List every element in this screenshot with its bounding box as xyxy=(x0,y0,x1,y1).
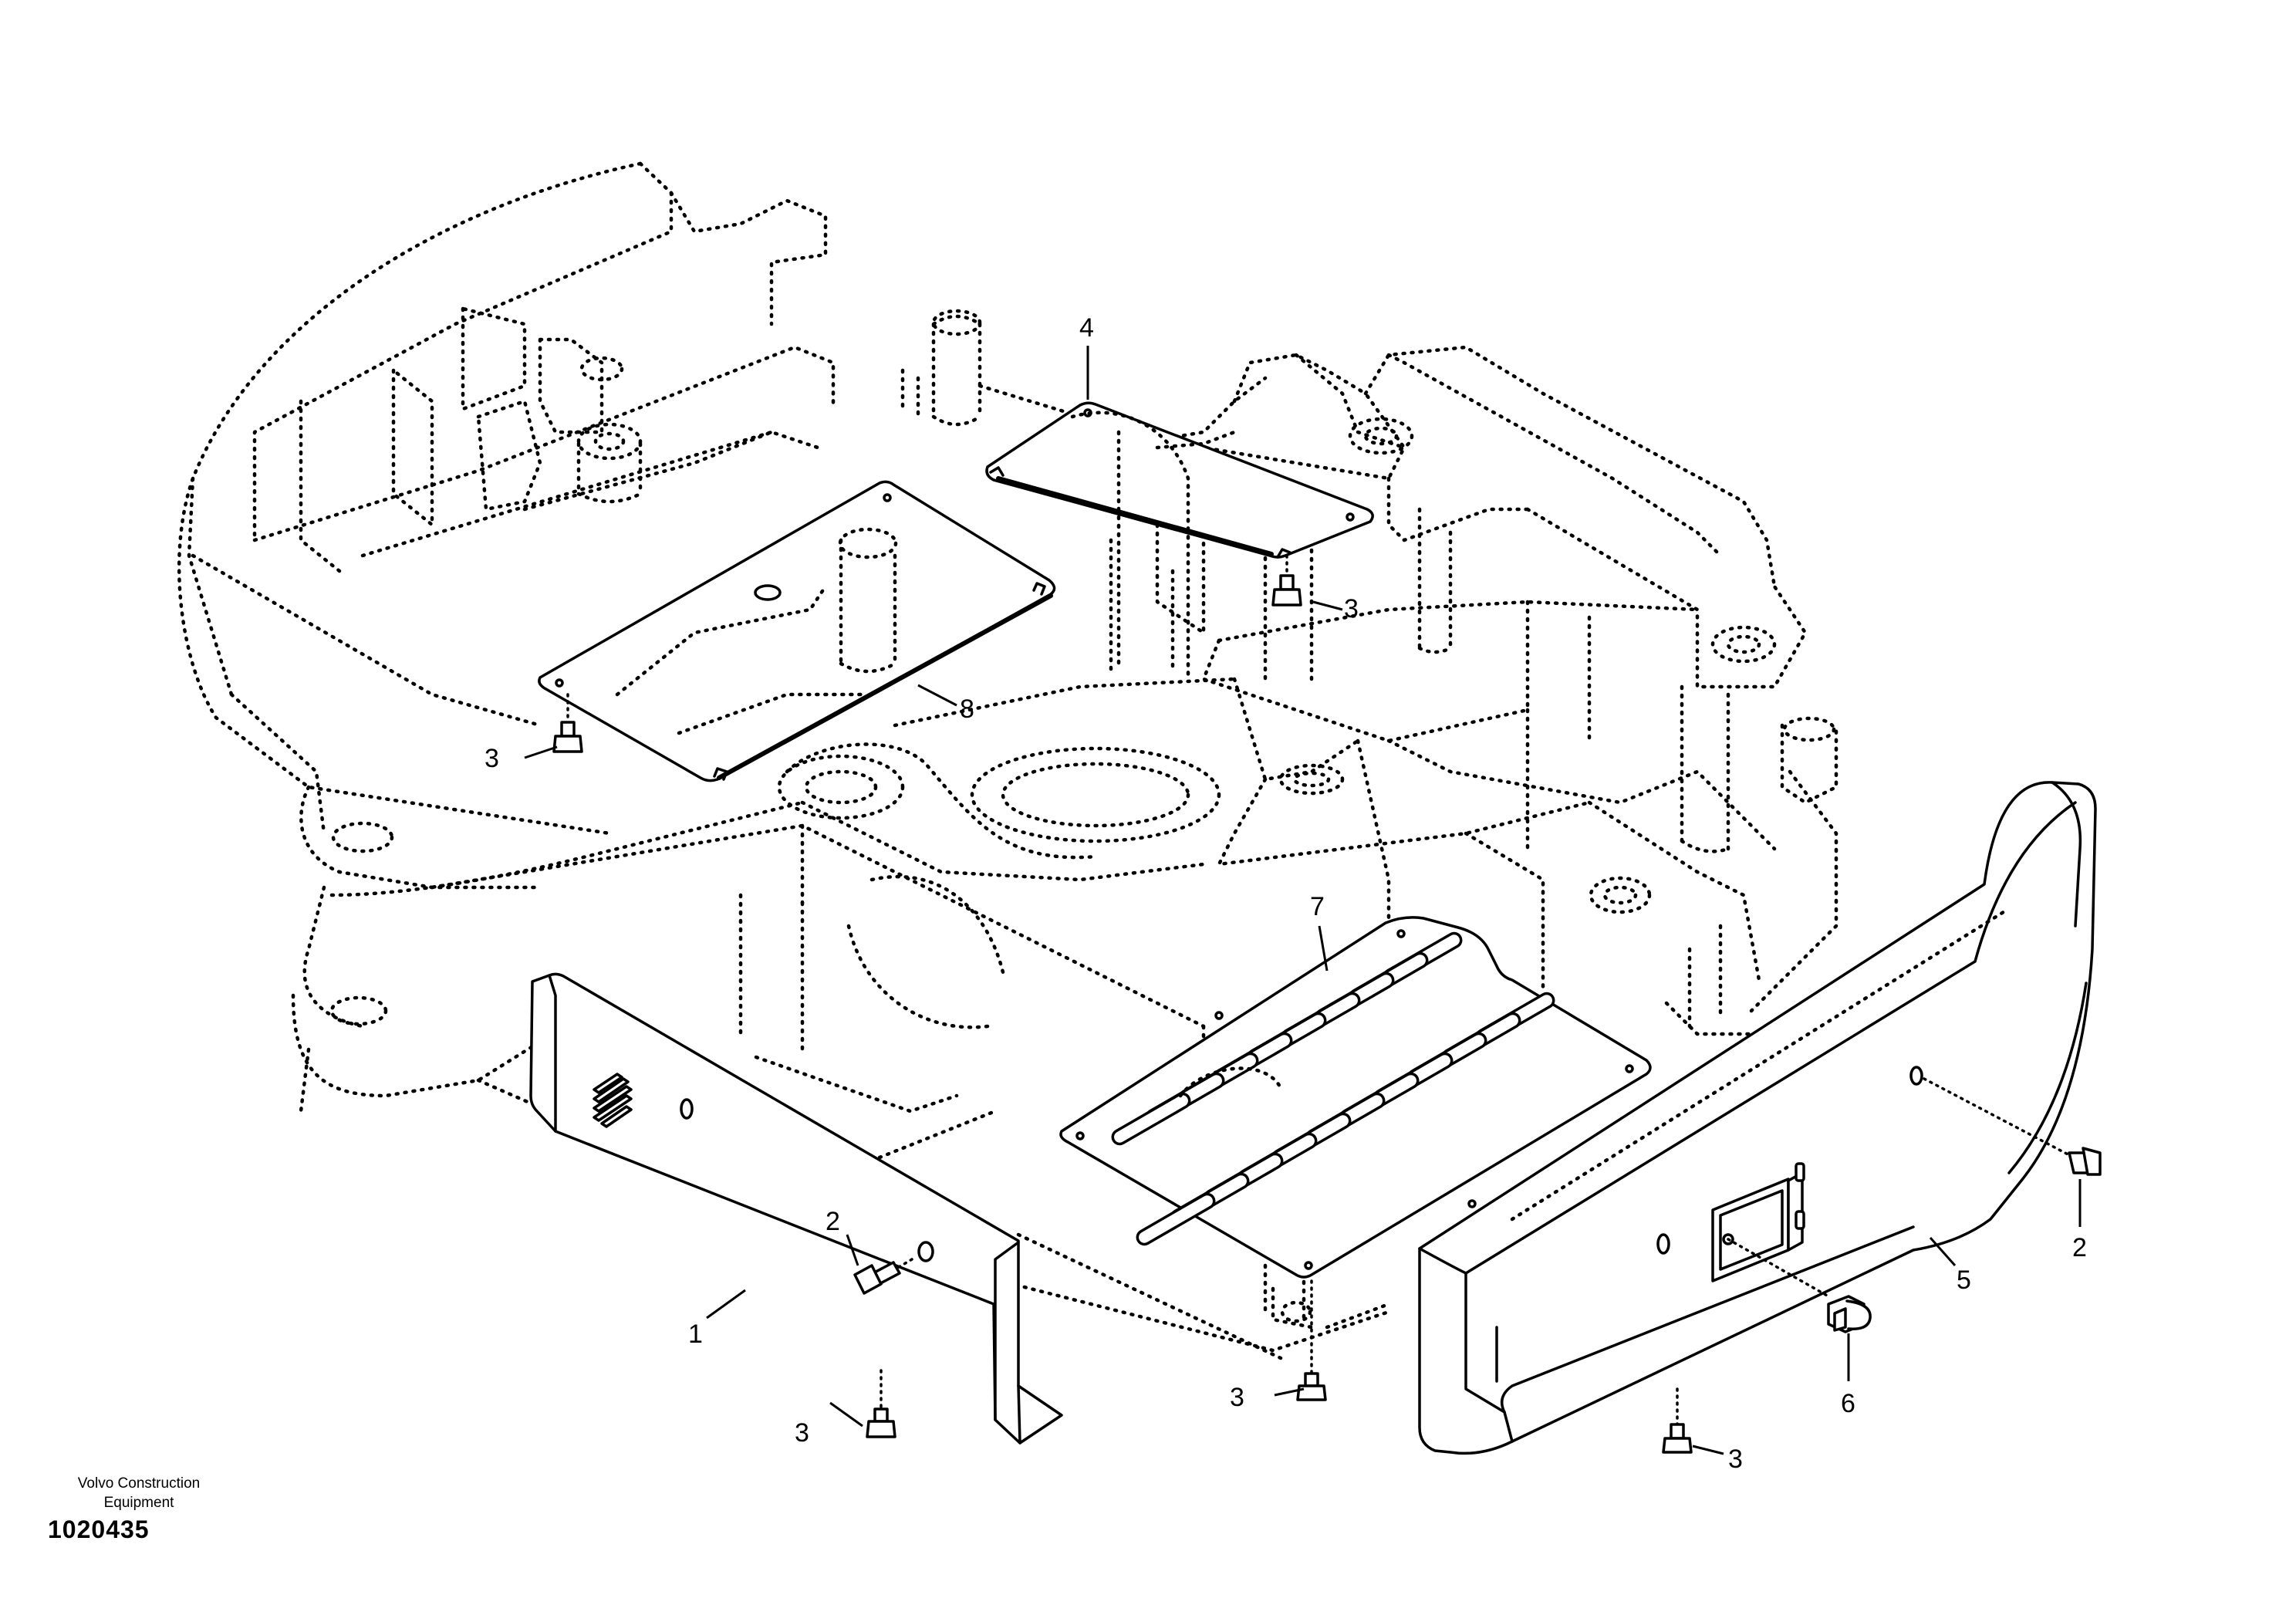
callout-leaders xyxy=(524,346,2082,1455)
bolt-2-front-cover xyxy=(1923,1077,2102,1176)
bolt-3-left xyxy=(552,693,583,753)
callout-2-front-cover: 2 xyxy=(2072,1233,2087,1262)
callout-4: 4 xyxy=(1079,313,1094,343)
callout-7: 7 xyxy=(1310,892,1325,921)
document-number: 1020435 xyxy=(48,1516,150,1543)
callout-3-front-cover: 3 xyxy=(1728,1445,1743,1474)
manufacturer-label: Volvo Construction Equipment xyxy=(46,1474,231,1512)
callout-3-grate: 3 xyxy=(1230,1383,1244,1412)
bolt-3-front-cover xyxy=(1662,1387,1693,1454)
front-cover-5 xyxy=(1418,781,2097,1455)
callout-8: 8 xyxy=(960,694,974,724)
bolt-3-top xyxy=(1271,554,1302,607)
floor-grate-7 xyxy=(1059,916,1652,1279)
cover-plate-4 xyxy=(985,401,1374,681)
manufacturer-line-2: Equipment xyxy=(103,1495,174,1511)
callout-1: 1 xyxy=(688,1320,703,1349)
callout-5: 5 xyxy=(1957,1265,1971,1295)
side-cover-vent xyxy=(593,1073,633,1128)
manufacturer-line-1: Volvo Construction xyxy=(77,1475,201,1492)
bolt-2-side-cover xyxy=(853,1258,913,1295)
callout-2-side-cover: 2 xyxy=(826,1207,840,1236)
callout-3-left: 3 xyxy=(485,744,499,773)
callout-6: 6 xyxy=(1841,1389,1855,1418)
bolt-3-side-cover xyxy=(866,1369,896,1438)
bolt-3-grate xyxy=(1296,1279,1327,1401)
latch-6 xyxy=(1827,1295,1872,1333)
floor-plate-8 xyxy=(538,480,1056,782)
callout-3-side-cover: 3 xyxy=(795,1418,809,1448)
side-cover-1 xyxy=(529,972,1063,1445)
callout-labels: 4 3 8 3 7 2 1 3 3 3 6 5 2 xyxy=(485,313,2087,1474)
callout-3-top: 3 xyxy=(1344,594,1359,623)
